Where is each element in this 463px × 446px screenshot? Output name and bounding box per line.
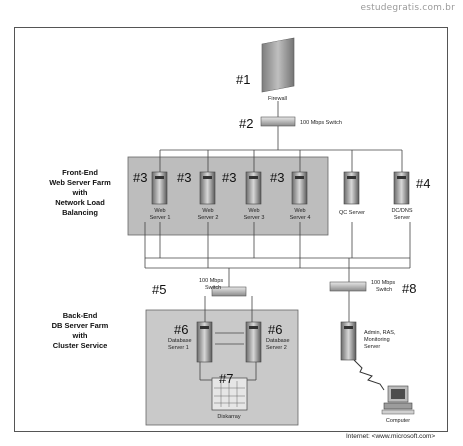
dcdns-server-icon xyxy=(393,171,410,205)
diskarray-label: Diskarray xyxy=(217,414,240,420)
label-n3-d: #3 xyxy=(270,170,284,185)
switch-5-icon xyxy=(211,286,247,297)
backend-label-4: Cluster Service xyxy=(53,341,108,350)
web-server-4-label-1: Web xyxy=(294,208,305,214)
frontend-label-4: Network Load xyxy=(55,198,105,207)
switch-5-label-2: Switch xyxy=(205,285,221,291)
label-n3-a: #3 xyxy=(133,170,147,185)
label-n4: #4 xyxy=(416,176,430,191)
computer-icon xyxy=(381,385,415,415)
web-server-2-label-1: Web xyxy=(202,208,213,214)
web-server-3-icon xyxy=(245,171,262,205)
modem-link xyxy=(353,359,385,391)
database-server-2-icon xyxy=(245,321,262,363)
source-footer: Internet: <www.microsoft.com> xyxy=(346,433,436,440)
switch-8-icon xyxy=(329,281,367,292)
label-n6-b: #6 xyxy=(268,322,282,337)
web-server-2-icon xyxy=(199,171,216,205)
qc-server-icon xyxy=(343,171,360,205)
watermark-text: estudegratis.com.br xyxy=(360,3,455,13)
dcdns-server-label-1: DC/DNS xyxy=(391,208,412,214)
firewall-label: Firewall xyxy=(268,96,287,102)
backend-label-1: Back-End xyxy=(63,311,98,320)
qc-server-label: QC Server xyxy=(339,210,365,216)
dcdns-server-label-2: Server xyxy=(394,215,410,221)
web-server-3-label-1: Web xyxy=(248,208,259,214)
admin-server-label-1: Admin, RAS, xyxy=(364,330,396,336)
computer-label: Computer xyxy=(386,418,410,424)
web-server-4-label-2: Server 4 xyxy=(290,215,311,221)
frontend-label-5: Balancing xyxy=(62,208,98,217)
database-server-2-label-2: Server 2 xyxy=(266,345,287,351)
admin-server-label-2: Monitoring xyxy=(364,337,390,343)
label-n3-c: #3 xyxy=(222,170,236,185)
label-n5: #5 xyxy=(152,282,166,297)
backend-label-2: DB Server Farm xyxy=(52,321,109,330)
web-server-3-label-2: Server 3 xyxy=(244,215,265,221)
label-n3-b: #3 xyxy=(177,170,191,185)
frontend-label-3: with xyxy=(72,188,88,197)
switch-5-label-1: 100 Mbps xyxy=(199,278,223,284)
admin-server-icon xyxy=(340,321,357,361)
database-server-1-label-2: Server 1 xyxy=(168,345,189,351)
backend-label-3: with xyxy=(72,331,88,340)
web-server-1-icon xyxy=(151,171,168,205)
connection-lines xyxy=(144,101,411,381)
diskarray-icon xyxy=(211,377,248,411)
database-server-1-label-1: Database xyxy=(168,338,192,344)
label-n6-a: #6 xyxy=(174,322,188,337)
label-n1: #1 xyxy=(236,72,250,87)
frontend-label-1: Front-End xyxy=(62,168,98,177)
database-server-1-icon xyxy=(196,321,213,363)
switch-top-icon xyxy=(260,116,296,127)
label-n7: #7 xyxy=(219,371,233,386)
firewall-icon xyxy=(261,37,295,93)
web-server-1-label-2: Server 1 xyxy=(150,215,171,221)
web-server-1-label-1: Web xyxy=(154,208,165,214)
switch-top-label: 100 Mbps Switch xyxy=(300,120,342,126)
label-n2: #2 xyxy=(239,116,253,131)
admin-server-label-3: Server xyxy=(364,344,380,350)
database-server-2-label-1: Database xyxy=(266,338,290,344)
web-server-2-label-2: Server 2 xyxy=(198,215,219,221)
web-server-4-icon xyxy=(291,171,308,205)
switch-8-label-2: Switch xyxy=(376,287,392,293)
label-n8: #8 xyxy=(402,281,416,296)
frontend-label-2: Web Server Farm xyxy=(49,178,111,187)
switch-8-label-1: 100 Mbps xyxy=(371,280,395,286)
